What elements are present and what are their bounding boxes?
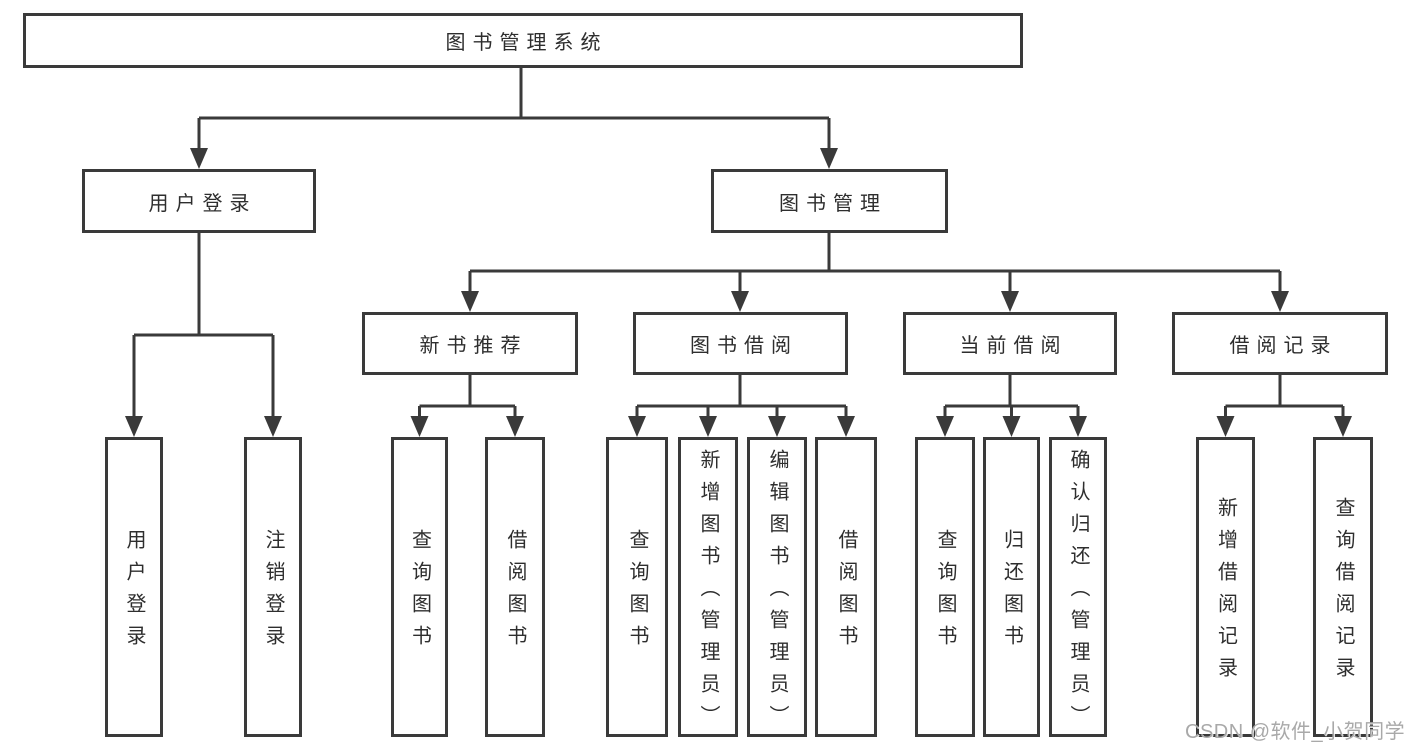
leaf-query-borrow-record: 查询借阅记录: [1313, 437, 1373, 737]
leaf-label: 注销登录: [262, 529, 284, 657]
leaf-borrow-books-newbook: 借阅图书: [485, 437, 545, 737]
leaf-label: 查询图书: [626, 529, 648, 657]
leaf-label: 借阅图书: [504, 529, 526, 657]
leaf-add-books-admin: 新增图书（管理员）: [678, 437, 738, 737]
leaf-label: 用户登录: [123, 529, 145, 657]
leaf-confirm-return-admin: 确认归还（管理员）: [1049, 437, 1107, 737]
arrowhead: [768, 416, 786, 437]
node-book-borrowing: 图书借阅: [633, 312, 848, 375]
leaf-return-books: 归还图书: [983, 437, 1040, 737]
arrowhead: [506, 416, 524, 437]
leaf-query-books-current: 查询图书: [915, 437, 975, 737]
csdn-watermark: CSDN @软件_小贺同学: [1185, 721, 1405, 743]
node-library-management-system: 图书管理系统: [23, 13, 1023, 68]
node-label: 用户登录: [148, 192, 257, 215]
arrowhead: [1271, 291, 1289, 312]
arrowhead: [820, 148, 838, 169]
arrowhead: [125, 416, 143, 437]
leaf-label: 借阅图书: [835, 529, 857, 657]
node-label: 新书推荐: [419, 335, 528, 357]
leaf-add-borrow-record: 新增借阅记录: [1196, 437, 1255, 737]
arrowhead: [461, 291, 479, 312]
node-label: 当前借阅: [959, 335, 1068, 357]
leaf-query-books-newbook: 查询图书: [391, 437, 448, 737]
leaf-label: 编辑图书（管理员）: [766, 449, 788, 737]
leaf-edit-books-admin: 编辑图书（管理员）: [747, 437, 807, 737]
leaf-label: 归还图书: [1000, 529, 1023, 657]
node-label: 图书管理: [779, 192, 887, 215]
leaf-label: 查询借阅记录: [1332, 497, 1354, 689]
node-current-borrowing: 当前借阅: [903, 312, 1117, 375]
node-user-login: 用户登录: [82, 169, 316, 233]
node-book-management: 图书管理: [711, 169, 948, 233]
arrowhead: [190, 148, 208, 169]
leaf-borrow-books: 借阅图书: [815, 437, 877, 737]
arrowhead: [731, 291, 749, 312]
node-label: 图书管理系统: [445, 32, 608, 54]
arrowhead: [837, 416, 855, 437]
leaf-label: 查询图书: [934, 529, 956, 657]
arrowhead: [628, 416, 646, 437]
leaf-label: 查询图书: [408, 529, 431, 657]
arrowhead: [699, 416, 717, 437]
arrowhead: [1216, 416, 1235, 437]
node-new-book-recommendation: 新书推荐: [362, 312, 578, 375]
arrowhead: [410, 416, 429, 437]
arrowhead: [1069, 416, 1087, 437]
leaf-label: 确认归还（管理员）: [1067, 449, 1089, 737]
leaf-logout: 注销登录: [244, 437, 302, 737]
leaf-label: 新增图书（管理员）: [697, 449, 719, 737]
arrowhead: [1002, 416, 1021, 437]
arrowhead: [264, 416, 282, 437]
node-borrowing-records: 借阅记录: [1172, 312, 1388, 375]
node-label: 借阅记录: [1229, 335, 1338, 357]
leaf-query-books-borrow: 查询图书: [606, 437, 668, 737]
arrowhead: [1334, 416, 1352, 437]
node-label: 图书借阅: [690, 335, 798, 357]
leaf-label: 新增借阅记录: [1214, 497, 1237, 689]
arrowhead: [936, 416, 954, 437]
leaf-user-login: 用户登录: [105, 437, 163, 737]
arrowhead: [1001, 291, 1019, 312]
